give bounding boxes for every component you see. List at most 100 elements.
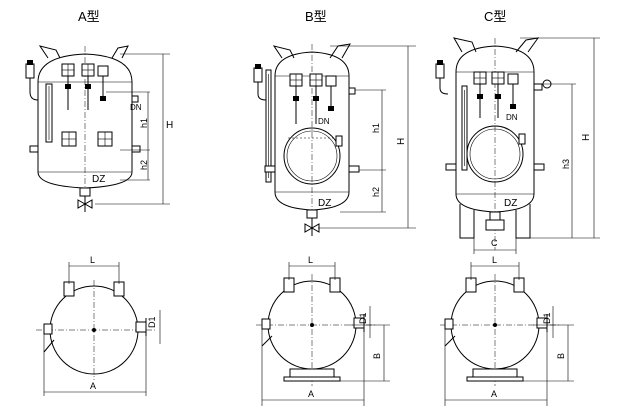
label-d1: D1 [358,312,368,324]
type-c-plan: L D1 B A [440,255,574,406]
label-h: H [396,138,407,145]
valve-small [313,96,319,101]
dn-nozzle [131,95,139,103]
side-nozzle [445,163,457,171]
valve-small [65,84,71,89]
manway-plan-flange [466,376,524,382]
relief-pipe [29,78,39,101]
lifting-lug-right [111,45,129,59]
drain-arrow [43,339,55,353]
safety-valve-cap [27,60,33,65]
label-l: L [492,255,497,265]
side-nozzle [264,165,276,173]
manway-plan [289,368,335,378]
type-b-title: B型 [305,9,327,24]
valve-small [495,94,501,99]
lug-plan-left [63,281,75,297]
label-h2: h2 [371,187,381,197]
valve-block [97,65,109,77]
label-b: B [372,353,382,359]
side-nozzle [29,145,39,153]
safety-valve [25,63,35,79]
drain-valve-symbol [304,223,320,233]
valve-small [477,94,483,99]
lug-plan-right [113,281,125,297]
type-a-elevation: A型 [25,9,173,212]
manway-hinge [335,135,343,147]
drain-nozzle [79,187,91,197]
dn-nozzle [348,87,356,95]
valve-small [328,106,334,111]
side-nozzle-plan [261,318,271,330]
label-h1: h1 [371,123,381,133]
lug-plan-left [465,277,477,293]
lifting-lug-right [329,43,351,59]
side-nozzle-plan [444,318,454,330]
type-a-plan: L D1 A [36,255,161,396]
drain-valve-box [485,219,505,231]
label-dn: DN [130,103,142,112]
label-l: L [90,255,95,265]
support-leg-left [459,204,475,239]
manway-ring [466,125,524,183]
label-c: C [491,238,498,248]
label-b: B [556,353,566,359]
drain-arrow [444,335,456,347]
manway-plan [472,368,518,378]
label-h: H [166,120,173,131]
lifting-lug-left [453,37,477,53]
valve-small [85,84,91,89]
label-dz: DZ [318,198,331,209]
safety-valve-cap [437,60,443,65]
label-a: A [308,389,314,399]
type-a-title: A型 [78,9,100,24]
manway-hinge [518,133,526,145]
safety-valve-cap [255,64,261,69]
safety-valve [253,67,263,83]
dn-nozzle [533,83,543,91]
valve-block [507,73,519,85]
type-c-title: C型 [484,9,506,24]
valve-small [293,96,299,101]
relief-pipe [257,82,267,101]
manway-ring [283,127,341,185]
valve-small [100,96,106,101]
label-d1: D1 [542,312,552,324]
label-h: H [581,134,592,141]
drain-nozzle [306,209,318,219]
label-dz: DZ [504,198,517,209]
type-b-elevation: B型 DN [253,9,416,236]
lug-plan-right [329,277,341,293]
label-d1: D1 [147,316,157,328]
side-nozzle [533,163,545,171]
label-dz: DZ [92,174,105,185]
side-nozzle-plan [43,323,53,335]
valve-block [325,75,337,87]
support-leg-right [515,204,531,239]
drain-arrow [261,335,273,347]
lug-plan-left [283,277,295,293]
drain-valve-symbol [77,199,93,209]
lifting-lug-left [38,45,61,59]
type-b-plan: L D1 B A [256,255,390,406]
lug-plan-right [513,277,525,293]
valve-small [510,104,516,109]
drain-nozzle [489,211,501,221]
label-l: L [308,255,313,265]
side-nozzle [348,165,360,173]
manway-plan-flange [283,376,341,382]
relief-pipe [439,78,449,95]
label-h2: h2 [139,160,149,170]
type-c-elevation: C型 DN [435,9,600,254]
lifting-lug-left [272,45,295,59]
side-nozzle-plan [135,321,147,333]
label-h1: h1 [139,118,149,128]
label-a: A [90,381,96,391]
label-dn: DN [506,113,518,122]
label-a: A [491,389,497,399]
lifting-lug-right [515,37,540,53]
manway-cover [286,130,338,182]
safety-valve [435,63,445,79]
side-nozzle [131,145,141,153]
